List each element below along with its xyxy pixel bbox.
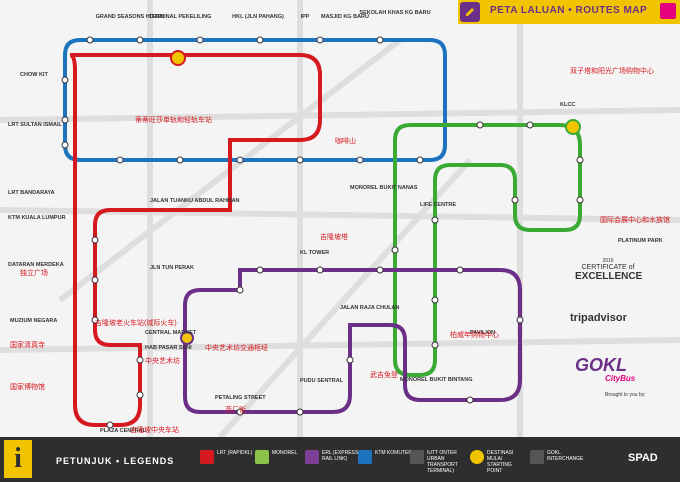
station-label: LRT BANDARAYA	[8, 190, 55, 196]
station-label: PUDU SENTRAL	[300, 378, 344, 384]
poi-label-zh: 茨厂街	[225, 407, 246, 414]
station-label: MASJID KG BARU	[321, 14, 369, 20]
legend-item-erl: ERL (EXPRESS RAIL LINK)	[305, 450, 362, 464]
route-purple	[183, 268, 522, 414]
poi-label-zh: 吉隆坡塔	[320, 234, 348, 241]
station-label: IPP	[300, 14, 310, 20]
starting-point-klcc	[565, 119, 581, 135]
poi-label-zh: 吉隆坡老火车站(城际火车)	[95, 320, 177, 327]
station-label: PLAZA CENTRAL	[100, 428, 146, 434]
legend-item-interchange: GOKL INTERCHANGE	[530, 450, 587, 464]
station-label: JLN TUN PERAK	[150, 265, 195, 271]
legend-item-lrt: LRT (RAPIDKL)	[200, 450, 257, 464]
station-label: PLATINUM PARK	[618, 238, 663, 244]
station-label: SEKOLAH KHAS KG BARU	[359, 10, 431, 16]
station-label: DATARAN MERDEKA	[8, 262, 64, 268]
station-label: LIFE CENTRE	[420, 202, 457, 208]
station-label: JALAN TUANKU ABDUL RAHMAN	[150, 198, 240, 204]
poi-label-zh: 国际会展中心和水族馆	[600, 217, 670, 224]
info-icon[interactable]: i	[4, 440, 32, 478]
station-label: KLCC	[560, 102, 576, 108]
station-label: PAVILION	[470, 330, 496, 336]
station-label: MONOREL BUKIT BINTANG	[400, 377, 473, 383]
starting-point-pasar-seni	[180, 331, 194, 345]
poi-label-zh: 蒂蒂旺莎单轨和轻轨车站	[135, 117, 212, 124]
poi-label-zh: 武吉免登	[370, 372, 398, 379]
route-red	[69, 53, 322, 427]
legend-bar	[0, 437, 680, 482]
poi-label-zh: 咖啡山	[335, 138, 356, 145]
gokl-logo: GOKL	[575, 355, 627, 375]
station-label: KTM KUALA LUMPUR	[8, 215, 66, 221]
station-label: HKL (JLN PAHANG)	[232, 14, 284, 20]
pencil-icon	[460, 2, 480, 22]
legend-title: PETUNJUK • LEGENDS	[56, 456, 175, 466]
poi-label-zh: 中央艺术坊	[145, 358, 180, 365]
starting-point-pekeliling	[170, 50, 186, 66]
citybus-logo: CityBus	[605, 374, 636, 383]
book-icon[interactable]	[660, 3, 676, 19]
legend-item-iutt: IUTT ONTER URBAN TRANSPORT TERMINAL)	[410, 450, 467, 474]
station-label: LRT SULTAN ISMAIL	[8, 122, 62, 128]
station-label: CENTRAL MARKET	[145, 330, 197, 336]
station-label: HAB PASAR SENI	[145, 345, 192, 351]
station-label: PETALING STREET	[215, 395, 266, 401]
station-label: KL TOWER	[300, 250, 330, 256]
certificate-badge: 2016 CERTIFICATE of EXCELLENCE	[575, 258, 643, 282]
poi-label-zh: 国家清真寺	[10, 342, 45, 349]
title-bar	[458, 0, 680, 24]
poi-label-zh: 独立广场	[20, 270, 48, 277]
poi-label-zh: 中央艺术坊交通枢纽	[205, 345, 268, 352]
poi-label-zh: 双子塔和阳光广场购物中心	[570, 68, 654, 75]
tripadvisor-logo: tripadvisor	[570, 312, 627, 324]
station-label: CHOW KIT	[20, 72, 48, 78]
legend-item-starting-point: DESTINASI MULA/ STARTING POINT	[470, 450, 527, 474]
station-label: GRAND SEASONS HOTEL	[95, 14, 165, 20]
brought-by: Brought to you by:	[605, 392, 646, 398]
route-green	[393, 123, 582, 377]
poi-label-zh: 吉隆坡中央车站	[130, 427, 179, 434]
legend-item-ktm: KTM KOMUTER	[358, 450, 415, 464]
map-title: PETA LALUAN • ROUTES MAP	[490, 5, 648, 16]
station-label: TERMINAL PEKELILING	[148, 14, 212, 20]
route-blue	[63, 38, 447, 162]
spad-logo: SPAD	[628, 452, 658, 464]
station-label: MUZIUM NEGARA	[10, 318, 58, 324]
poi-label-zh: 柏威年购物中心	[450, 332, 499, 339]
station-label: JALAN RAJA CHULAN	[340, 305, 400, 311]
station-label: MONOREL BUKIT NANAS	[350, 185, 418, 191]
legend-item-monorail: MONOREL	[255, 450, 312, 464]
poi-label-zh: 国家博物馆	[10, 384, 45, 391]
